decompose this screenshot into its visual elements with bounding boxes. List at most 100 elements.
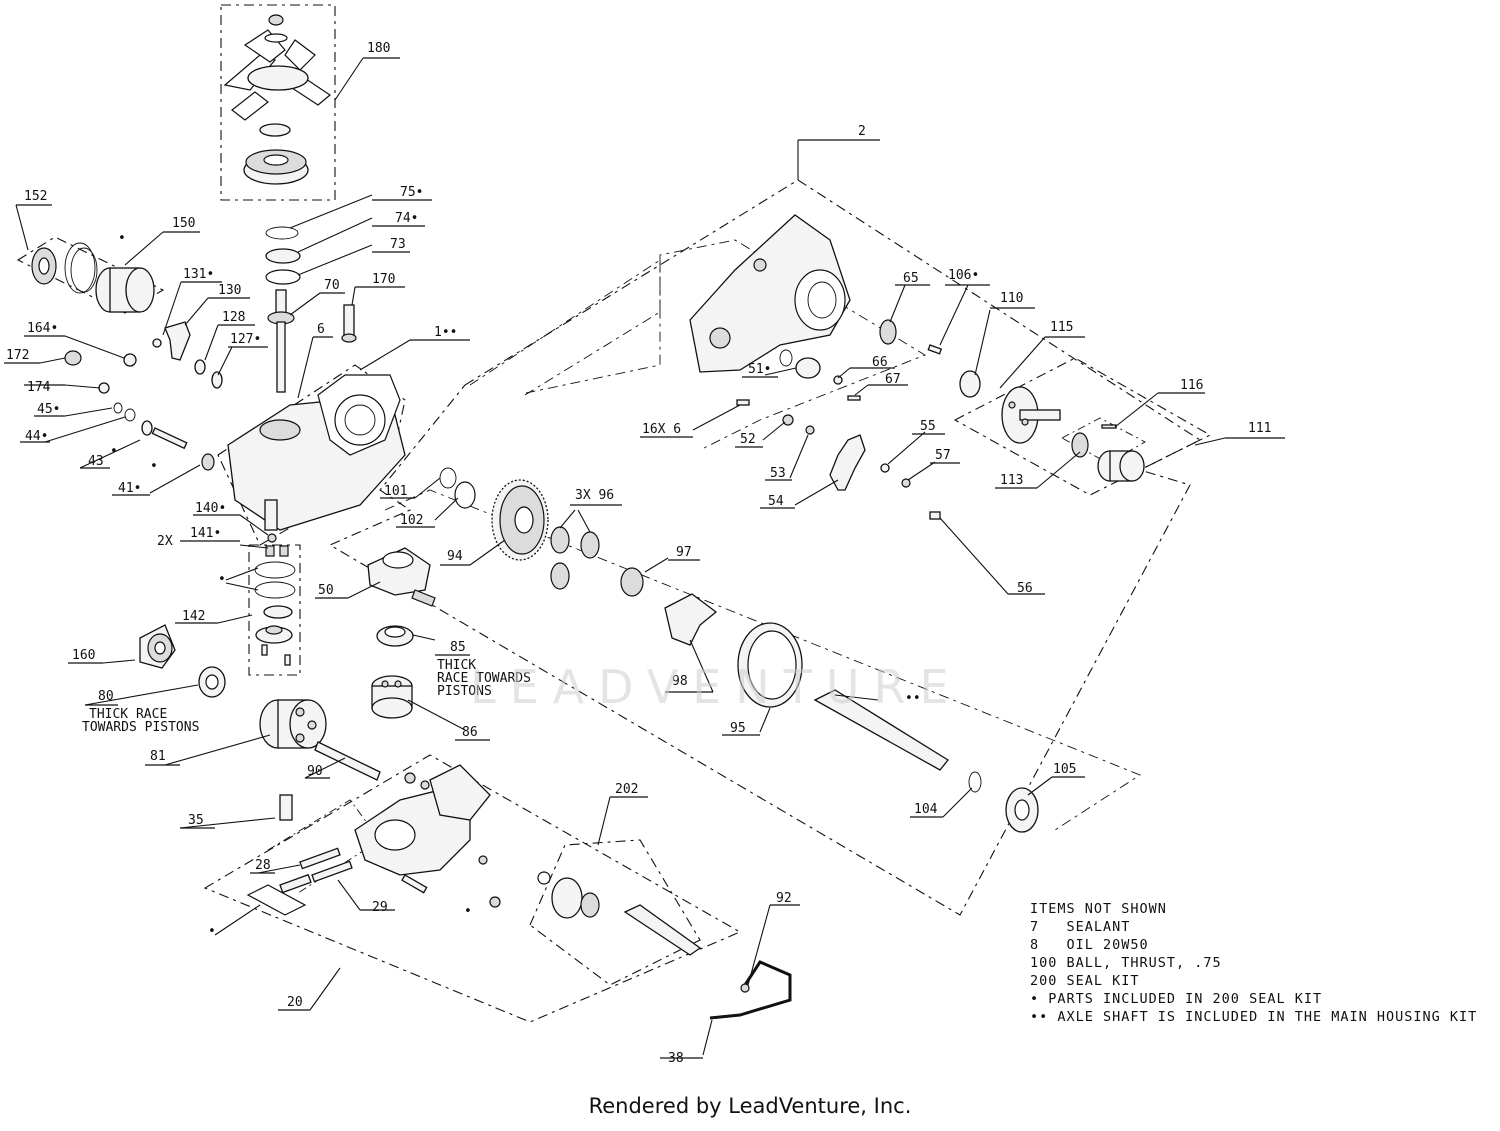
callout-174: 174 — [27, 380, 51, 395]
notes-line-seal-kit: 200 SEAL KIT — [1030, 973, 1140, 989]
gear-202 — [551, 877, 583, 919]
callout-44: 44• — [25, 429, 48, 444]
callout-115: 115 — [1050, 320, 1073, 335]
callout-74: 74• — [395, 211, 418, 226]
callout-142: 142 — [182, 609, 205, 624]
callout-35: 35 — [188, 813, 204, 828]
callout-127: 127• — [230, 332, 261, 347]
callout-29: 29 — [372, 900, 388, 915]
filter-142 — [263, 605, 293, 619]
planet-gear-96a — [550, 526, 570, 554]
callout-172: 172 — [6, 348, 29, 363]
callout-131: 131• — [183, 267, 214, 282]
callout-150: 150 — [172, 216, 195, 231]
callout-92: 92 — [776, 891, 792, 906]
spacer-113 — [1071, 432, 1089, 458]
part-drawings — [31, 14, 1145, 1020]
plug-170 — [341, 304, 357, 343]
callout-102: 102 — [400, 513, 423, 528]
callout-16x6: 16X 6 — [642, 422, 681, 437]
callout-43: 43 — [88, 454, 104, 469]
callout-96: 3X 96 — [575, 488, 614, 503]
callout-106: 106• — [948, 268, 979, 283]
callout-164: 164• — [27, 321, 58, 336]
shaft-202 — [623, 904, 702, 956]
brake-cam-51 — [795, 357, 821, 379]
bolt-67 — [847, 395, 861, 401]
callout-80: 80 — [98, 689, 114, 704]
nut-20b — [489, 896, 501, 908]
callout-20: 20 — [287, 995, 303, 1010]
kit-boundary-180 — [220, 4, 336, 201]
brake-arm-54 — [829, 434, 866, 491]
key-110 — [927, 344, 943, 355]
valve-29 — [279, 873, 312, 894]
arm-130 — [164, 321, 191, 361]
bypass-rod-38 — [709, 960, 792, 1020]
kit-boundary-2 — [328, 179, 1202, 916]
plug-140 — [267, 533, 277, 543]
callout-90: 90 — [307, 764, 323, 779]
seal-43 — [141, 420, 153, 436]
ring-gear-95 — [737, 622, 803, 708]
callout-41: 41• — [118, 481, 141, 496]
callout-85: 85 — [450, 640, 466, 655]
oring-142a — [254, 561, 296, 579]
bull-gear-94 — [491, 479, 549, 561]
callout-101: 101 — [384, 484, 407, 499]
knob-92 — [740, 983, 750, 993]
filter-150 — [95, 267, 155, 313]
notes-line-ball: 100 BALL, THRUST, .75 — [1030, 955, 1222, 971]
kit-boundary-111 — [953, 357, 1212, 496]
callout-dot-nut: • — [464, 904, 472, 919]
fan-pulley-180 — [223, 14, 332, 185]
kit-boundary-202 — [529, 839, 701, 986]
callout-98: 98 — [672, 674, 688, 689]
seal-127 — [211, 371, 223, 389]
callout-140: 140• — [195, 501, 226, 516]
planet-gear-96b — [580, 531, 600, 559]
callout-dot-41: • — [150, 459, 158, 474]
callout-95: 95 — [730, 721, 746, 736]
ring-101 — [439, 467, 457, 489]
callout-45: 45• — [37, 402, 60, 417]
callout-dot-43: • — [110, 444, 118, 459]
planet-carrier-98 — [664, 593, 718, 646]
notes-line-axle-shaft: •• AXLE SHAFT IS INCLUDED IN THE MAIN HO… — [1030, 1009, 1478, 1025]
callout-85-note1: THICK — [437, 658, 476, 673]
callout-128: 128 — [222, 310, 245, 325]
cylinder-block-86 — [371, 675, 413, 719]
ring-104 — [968, 771, 982, 793]
callout-113: 113 — [1000, 473, 1023, 488]
washer-73 — [265, 269, 301, 285]
plug-141b — [279, 545, 289, 557]
valve-28a — [299, 847, 341, 870]
ring-45 — [113, 402, 123, 414]
callout-65: 65 — [903, 271, 919, 286]
callout-66: 66 — [872, 355, 888, 370]
kit-boundary-28 — [267, 799, 381, 894]
oring-142b — [254, 581, 296, 599]
input-shaft-70 — [267, 289, 295, 393]
valve-28b — [311, 860, 353, 883]
notes-line-oil: 8 OIL 20W50 — [1030, 937, 1149, 953]
bolt-56 — [929, 511, 941, 520]
bearing-cap-160 — [139, 624, 176, 669]
notes-heading: ITEMS NOT SHOWN — [1030, 901, 1167, 917]
washer-44 — [124, 408, 136, 422]
cylinder-block-81 — [259, 699, 327, 749]
plug-174 — [98, 382, 110, 394]
callout-52: 52 — [740, 432, 756, 447]
bolt-20 — [401, 874, 428, 894]
bearing-105 — [1005, 787, 1039, 833]
center-section-20 — [354, 764, 491, 876]
seal-41 — [201, 453, 215, 471]
plug-141a — [265, 545, 275, 557]
callout-97: 97 — [676, 545, 692, 560]
callout-141: 141• — [190, 526, 221, 541]
callout-57: 57 — [935, 448, 951, 463]
callout-6: 6 — [317, 322, 325, 337]
callout-85-note3: PISTONS — [437, 684, 492, 699]
notes-line-parts-included: • PARTS INCLUDED IN 200 SEAL KIT — [1030, 991, 1323, 1007]
